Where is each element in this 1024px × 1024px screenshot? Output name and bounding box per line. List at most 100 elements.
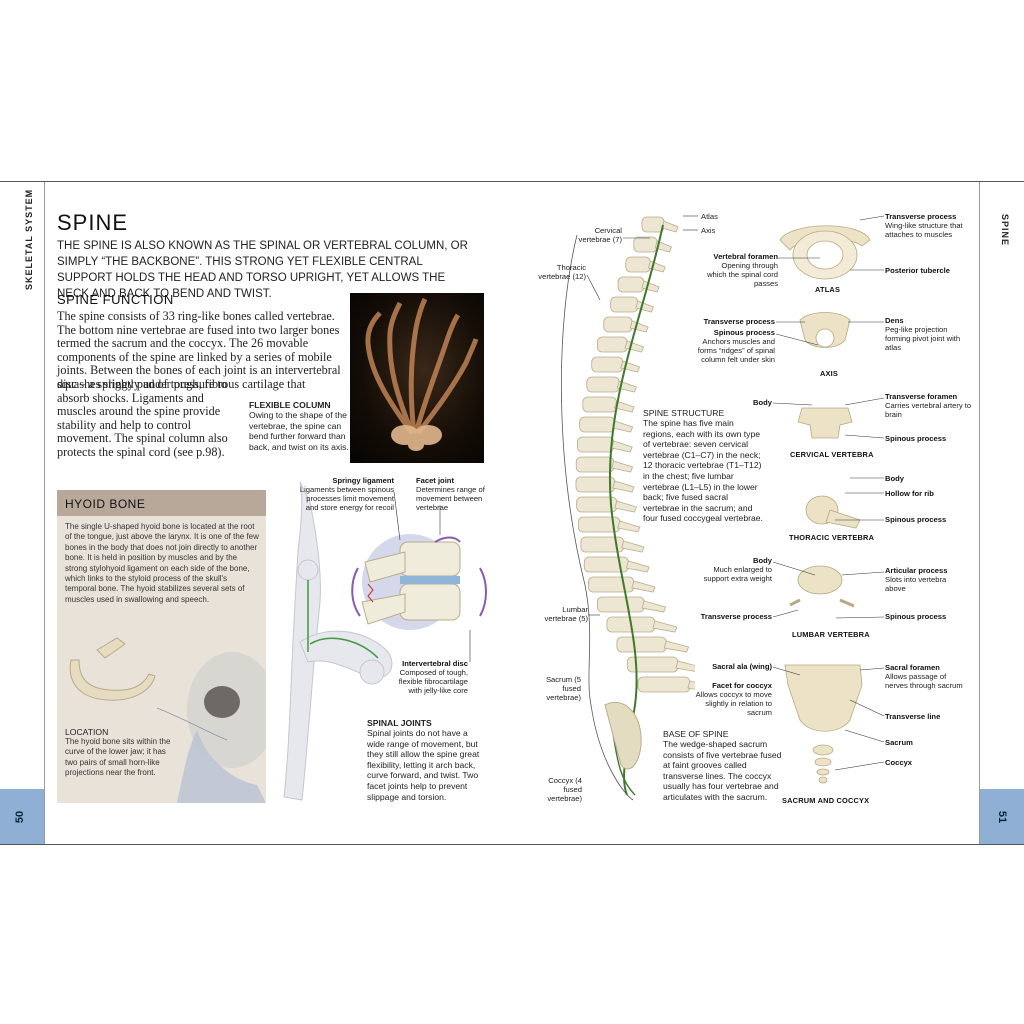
label-text: Slots into vertebra above [885,575,947,594]
right-rail: SPINE 51 [979,182,1024,844]
vertebra-shape [616,636,667,653]
base-of-spine-caption: BASE OF SPINE The wedge-shaped sacrum co… [663,729,788,803]
caption-text: Owing to the shape of the vertebrae, the… [249,410,349,452]
atlas-foramen-label: Vertebral foramen Opening through which … [700,252,778,289]
spinous-process-shape [625,560,650,573]
transverse-line-label: Transverse line [885,712,941,721]
vertebra-shape [577,436,615,453]
spinous-process-shape [612,420,634,433]
caption-text: The wedge-shaped sacrum consists of five… [663,739,782,802]
vertebra-shape [625,256,651,273]
sacrum-label: Sacrum (5 fused vertebrae) [545,675,581,703]
thoracic-label: Thoracic vertebrae (12) [538,263,586,282]
thoracic-rib-label: Hollow for rib [885,489,934,498]
atlas-name: ATLAS [815,285,841,294]
section-label: SKELETAL SYSTEM [24,188,34,290]
label-title: Sacral foramen [885,663,940,672]
spinous-process-shape [641,280,660,293]
hyoid-panel: HYOID BONE The single U-shaped hyoid bon… [57,490,266,803]
lumbar-articular-label: Articular process Slots into vertebra ab… [885,566,965,593]
thoracic-name: THORACIC VERTEBRA [789,533,875,542]
sacrum-part-label: Sacrum [885,738,913,747]
page-number-box: 51 [980,789,1024,844]
label-text: Peg-like projection forming pivot joint … [885,325,961,353]
label-text: Determines range of movement between ver… [416,485,485,513]
caption-title: SPINAL JOINTS [367,718,432,728]
label-text: Allows coccyx to move slightly in relati… [695,690,772,718]
vertebra-shape [582,396,617,413]
lumbar-body-label: Body Much enlarged to support extra weig… [690,556,772,583]
label-title: Body [753,556,772,565]
spinous-process-shape [613,400,635,413]
spinous-process-shape [611,440,633,453]
spinous-process-shape [611,460,634,473]
label-title: Facet for coccyx [712,681,772,690]
lumbar-name: LUMBAR VERTEBRA [792,630,870,639]
spinous-process-shape [635,300,654,313]
label-text: Composed of tough, flexible fibrocartila… [398,668,468,696]
label-text: Anchors muscles and forms “ridges” of sp… [697,337,775,365]
page-number-box: 50 [0,789,44,844]
atlas-tubercle-label: Posterior tubercle [885,266,950,275]
chapter-label: SPINE [1000,214,1010,247]
label-title: Articular process [885,566,948,575]
caption-title: SPINE STRUCTURE [643,408,725,418]
thoracic-spinous-label: Spinous process [885,515,947,524]
atlas-label: Atlas [701,212,718,221]
cervical-foramen-label: Transverse foramen Carries vertebral art… [885,392,975,419]
page-number: 51 [996,810,1009,824]
label-text: Carries vertebral artery to brain [885,401,972,420]
spinous-process-shape [687,680,695,690]
spine-motion-image [365,297,479,451]
spinous-process-shape [652,620,678,633]
spinal-joints-caption: SPINAL JOINTS Spinal joints do not have … [367,718,485,802]
intervertebral-disc-label: Intervertebral disc Composed of tough, f… [396,659,468,696]
page-number: 50 [14,810,27,824]
location-title: LOCATION [65,727,109,737]
axis-spinous-label: Spinous process Anchors muscles and form… [690,328,775,365]
spinous-process-shape [661,220,679,233]
label-text: Allows passage of nerves through sacrum [885,672,963,691]
cervical-body-label: Body [753,398,772,407]
cervical-label: Cervical vertebrae (7) [578,226,622,245]
axis-dens-label: Dens Peg-like projection forming pivot j… [885,316,965,353]
flexible-spine-photo [350,293,484,463]
vertebra-shape [603,316,633,333]
hyoid-text: The single U-shaped hyoid bone is locate… [65,522,259,604]
spinous-process-shape [629,320,649,333]
caption-text: The spine has five main regions, each wi… [643,418,763,524]
spine-structure-caption: SPINE STRUCTURE The spine has five main … [643,408,763,524]
hyoid-illustration [69,637,266,803]
spinous-process-shape [641,600,667,613]
label-title: Vertebral foramen [713,252,778,261]
thoracic-body-label: Body [885,474,904,483]
hyoid-title-bar: HYOID BONE [57,490,266,516]
sacral-ala-label: Sacral ala (wing) [712,662,772,671]
label-text: Wing-like structure that attaches to mus… [885,221,963,240]
sacral-foramen-label: Sacral foramen Allows passage of nerves … [885,663,970,690]
caption-title: BASE OF SPINE [663,729,729,739]
flexible-caption: FLEXIBLE COLUMN Owing to the shape of th… [249,400,349,452]
lumbar-transverse-label: Transverse process [700,612,772,621]
spine-column-illustration [560,216,695,801]
page-title: SPINE [57,210,129,235]
coccyx-label: Coccyx (4 fused vertebrae) [547,776,582,804]
atlas-transverse-label: Transverse process Wing-like structure t… [885,212,975,239]
coccyx-facet-label: Facet for coccyx Allows coccyx to move s… [680,681,772,718]
spinous-process-shape [614,500,637,513]
location-text: The hyoid bone sits within the curve of … [65,737,171,778]
spinous-process-shape [663,640,690,653]
spinous-process-shape [612,480,635,493]
vertebra-shape [617,276,645,293]
cervical-spinous-label: Spinous process [885,434,947,443]
vertebra-shape [610,296,639,313]
vertebra-shape [591,356,624,373]
lumbar-spinous-label: Spinous process [885,612,947,621]
lumbar-label: Lumbar vertebrae (5) [544,605,588,624]
axis-transverse-label: Transverse process [703,317,775,326]
spinous-process-shape [624,340,645,353]
hyoid-title: HYOID BONE [65,497,146,511]
section-heading: SPINE FUNCTION [57,292,174,307]
label-title: Transverse foramen [885,392,958,401]
vertebra-shape [579,416,616,433]
